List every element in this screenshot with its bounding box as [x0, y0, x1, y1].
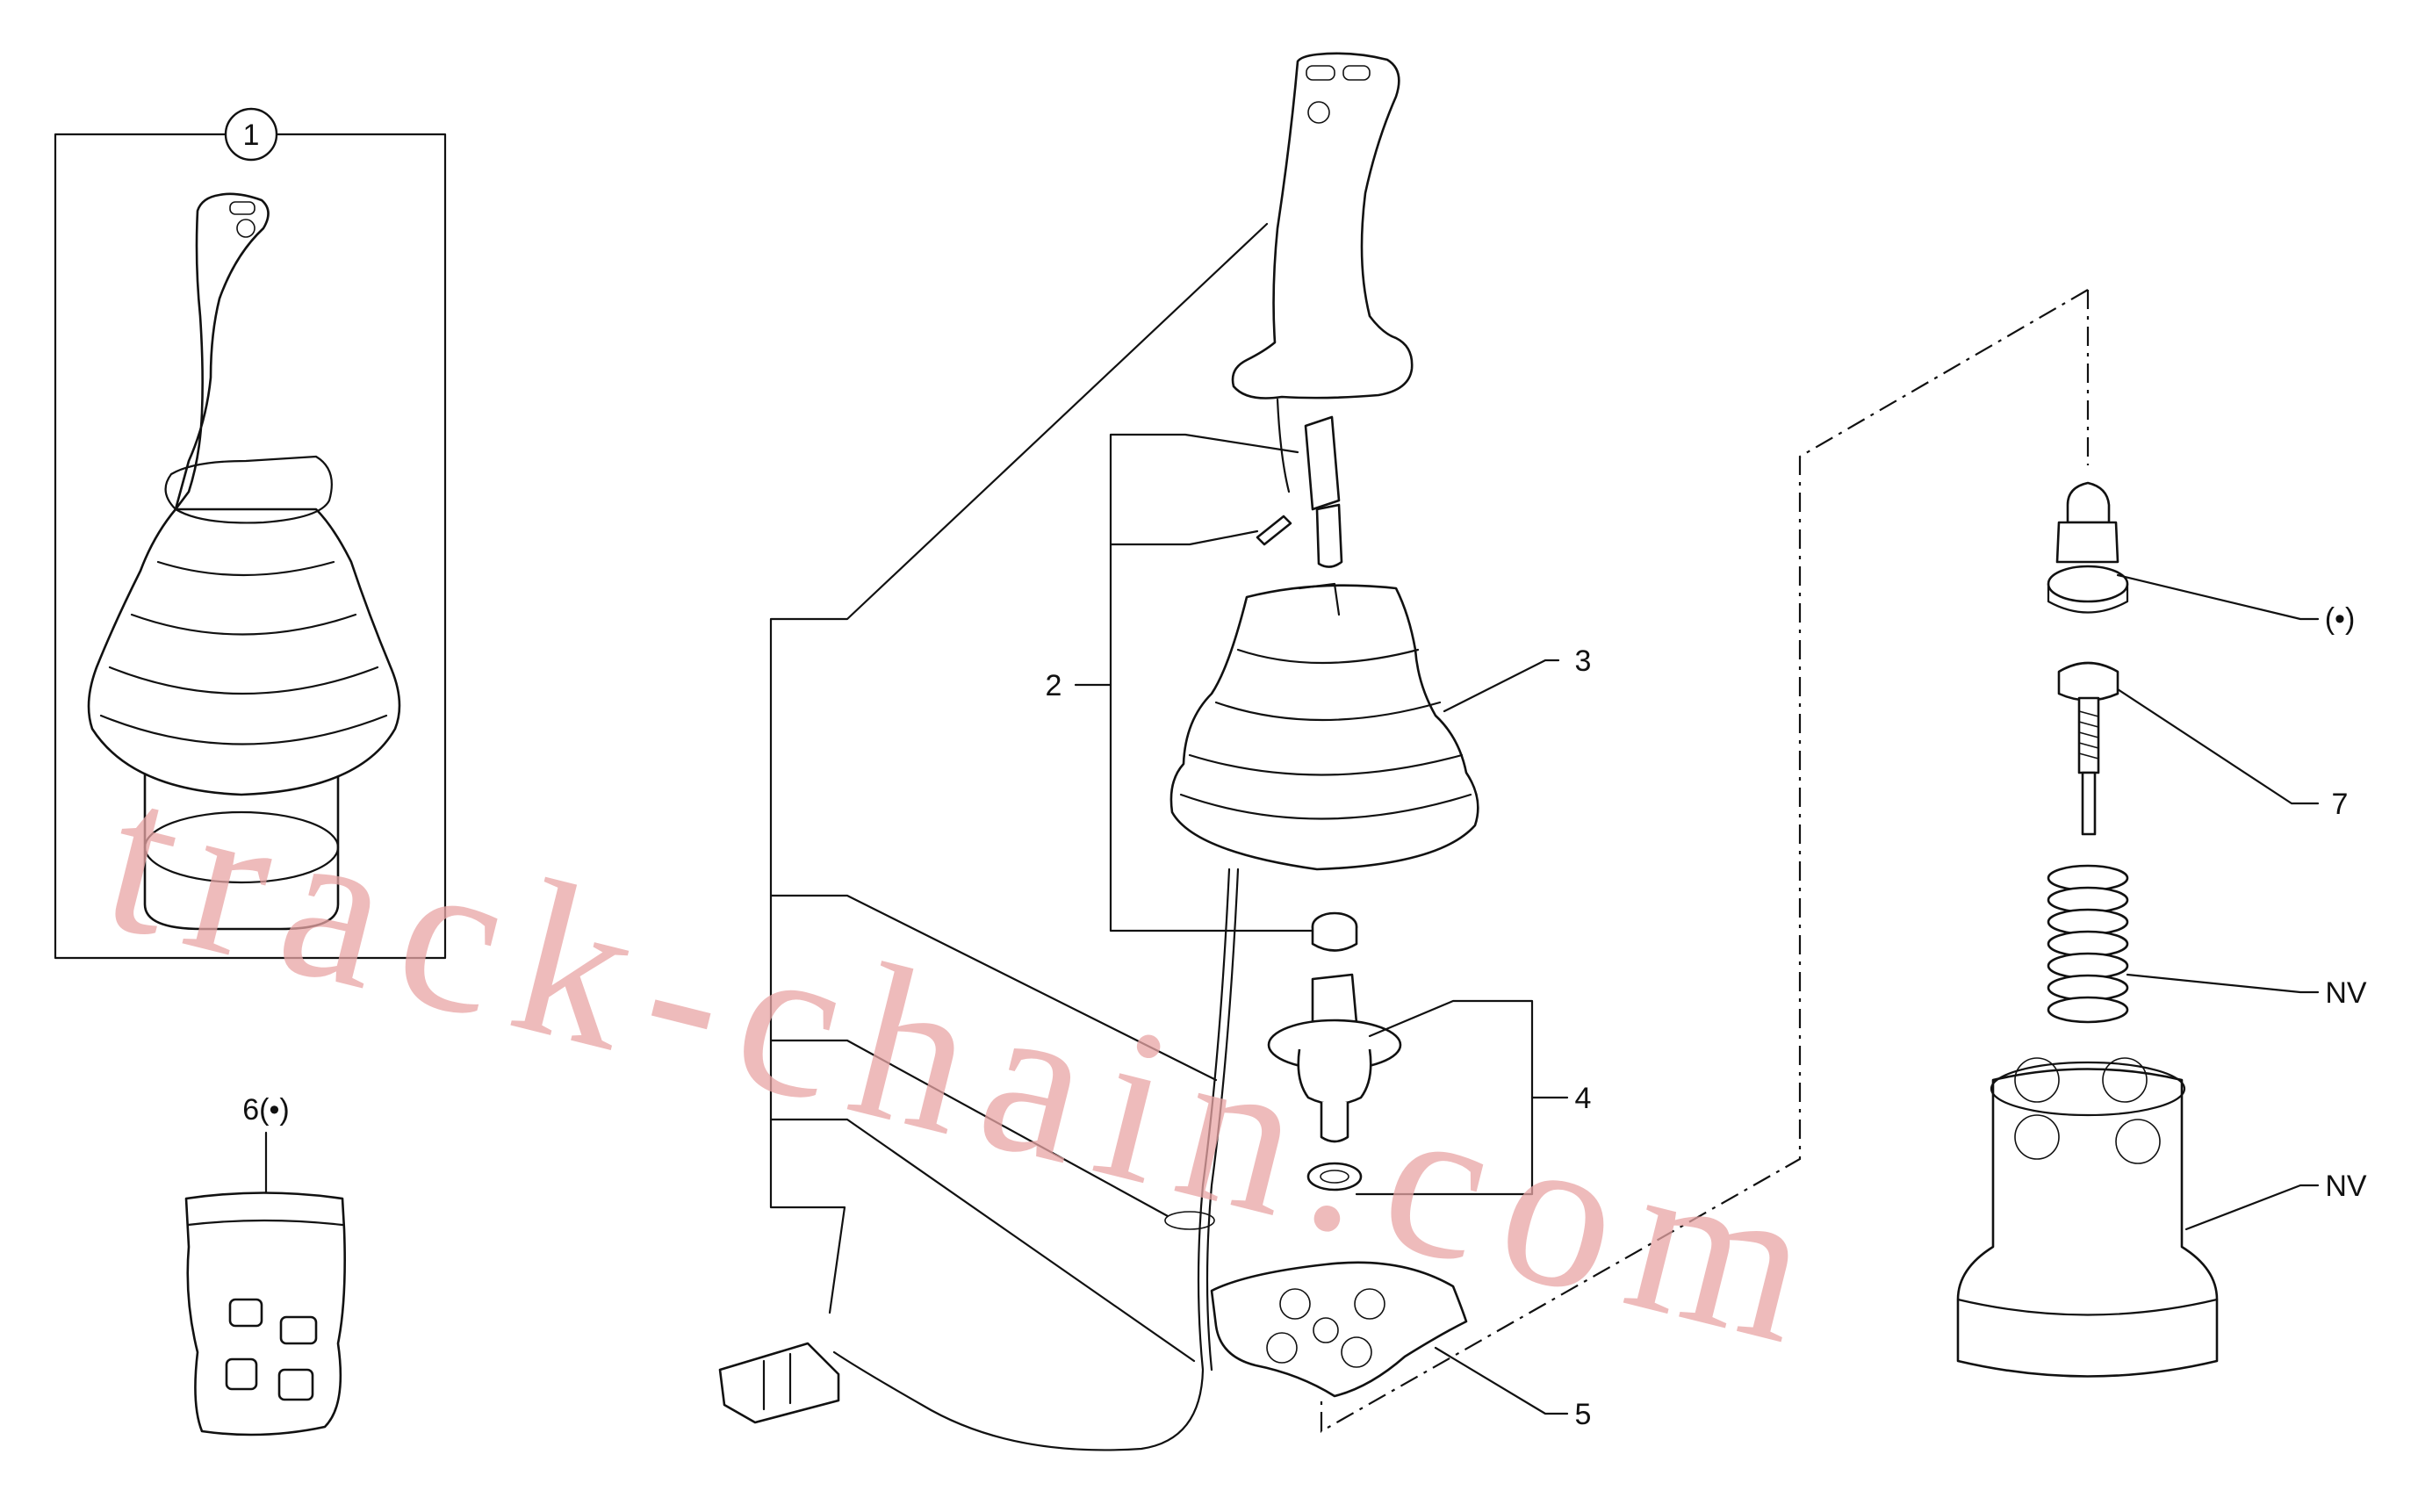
pin [1256, 515, 1292, 546]
adjusting-screw [2057, 661, 2119, 702]
callout-5: 5 [1575, 1398, 1592, 1431]
item-1-complete-joystick-group: 1 [54, 107, 447, 960]
callout-5-group: 5 [1434, 1346, 1592, 1431]
callout-3-group: 3 [1443, 644, 1592, 713]
callout-4-group: 4 [1355, 999, 1592, 1196]
cable [832, 868, 1231, 1451]
callout-7-group: 7 [2116, 688, 2349, 821]
callout-dot: (•) [2325, 602, 2356, 636]
kit-bag [184, 1192, 346, 1436]
item-1-callout-circle [224, 107, 278, 162]
joystick-assembly-illustration [87, 192, 401, 931]
rubber-boot [1169, 584, 1479, 871]
spring [2047, 864, 2129, 1024]
callout-nv2: NV [2325, 1170, 2367, 1203]
valve-components [1956, 481, 2219, 1378]
switch-connector [1304, 415, 1341, 511]
watermark-text: track-chain.com [85, 733, 1854, 1395]
mounting-plate [1210, 1261, 1468, 1398]
callout-2-group: 2 [1046, 433, 1314, 932]
callout-2: 2 [1046, 669, 1062, 702]
valve-housing [1956, 1068, 2219, 1378]
plug-connector [718, 1342, 840, 1424]
callout-4: 4 [1575, 1082, 1592, 1115]
washer [1306, 1162, 1363, 1192]
assembly-bracket-lines [769, 222, 1269, 1363]
callout-nv1-group: NV [2126, 973, 2367, 1010]
callout-7: 7 [2332, 788, 2349, 821]
callout-dot-group: (•) [2116, 573, 2356, 636]
kit-valve-pieces [225, 1298, 318, 1401]
item-6-parts-kit: 6(•) [184, 1093, 346, 1436]
plunger [2066, 481, 2111, 524]
callout-nv2-group: NV [2184, 1170, 2367, 1231]
dashed-relation-lines [1320, 289, 2090, 1433]
callout-1: 1 [243, 119, 260, 152]
callout-6: 6(•) [242, 1093, 289, 1127]
grip-handle [1231, 52, 1414, 400]
exploded-joystick-illustration [718, 52, 1479, 1451]
callout-nv1: NV [2325, 976, 2367, 1010]
callout-3: 3 [1575, 644, 1592, 678]
